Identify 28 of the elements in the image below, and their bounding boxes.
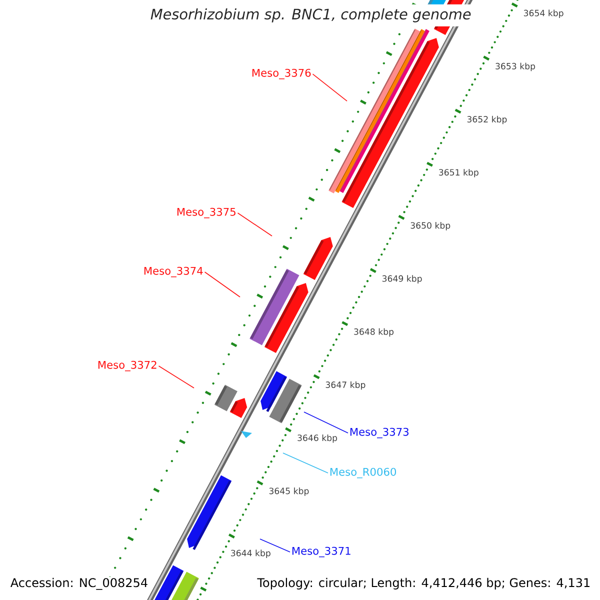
gene-label: Meso_3372 <box>98 360 156 372</box>
leader-line <box>204 272 240 298</box>
gene-label: Meso_3373 <box>350 428 408 438</box>
scale-label: 3645 kbp <box>269 488 309 496</box>
genome-info-text: Topology: circular; Length: 4,412,446 bp; Genes: 4,131 <box>256 576 592 590</box>
scale-label: 3651 kbp <box>439 168 478 178</box>
leader-line <box>260 538 290 552</box>
gene-label: Meso_3371 <box>292 546 350 558</box>
scale-label: 3648 kbp <box>354 328 394 337</box>
scale-label: 3644 kbp <box>231 550 270 558</box>
leader-line <box>282 452 328 474</box>
leader-line <box>158 366 194 388</box>
scale-label: 3654 kbp <box>524 10 564 18</box>
gene-label: Meso_3375 <box>177 208 236 218</box>
gene-label: Meso_R0060 <box>330 468 396 478</box>
leader-line <box>312 74 348 102</box>
scale-label: 3652 kbp <box>467 116 507 124</box>
scale-label: 3650 kbp <box>410 222 450 230</box>
leader-line <box>304 412 348 434</box>
accession-label: Accession: NC_008254 <box>9 576 150 591</box>
title: Mesorhizobium sp. BNC1, complete genome <box>146 4 476 26</box>
scale-label: 3646 kbp <box>298 434 338 443</box>
scale-label: 3647 kbp <box>326 381 366 390</box>
gene-label: Meso_3374 <box>144 266 203 278</box>
gene-label: Meso_3376 <box>252 68 311 80</box>
scale-label: 3649 kbp <box>382 275 422 284</box>
leader-line <box>237 212 272 236</box>
scale-label: 3653 kbp <box>496 62 536 72</box>
